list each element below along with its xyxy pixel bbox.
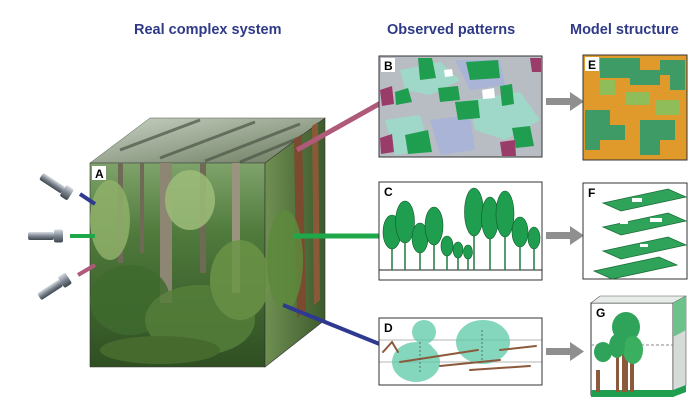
arrow-right-icon	[546, 342, 584, 361]
flashlight-icon	[37, 273, 72, 300]
tree-crown	[424, 206, 444, 246]
panel-b-spatial-pattern: B	[378, 55, 543, 158]
panel-f-layers-model: F	[582, 182, 688, 280]
panel-c-label: C	[384, 185, 393, 199]
tree-crown	[527, 226, 541, 250]
tree-crown	[464, 187, 484, 237]
heading-observed-patterns: Observed patterns	[387, 22, 516, 38]
panel-g-label: G	[596, 306, 605, 320]
tree-crown	[452, 241, 464, 259]
panel-f-label: F	[588, 186, 595, 200]
panel-d-label: D	[384, 321, 393, 335]
panel-e-label: E	[588, 58, 596, 72]
panel-e-grid-model: E	[582, 54, 688, 161]
heading-real-complex-system: Real complex system	[134, 22, 282, 38]
cube-foliage	[90, 170, 303, 364]
flashlight-bottom	[37, 263, 97, 300]
arrow-right-icon	[546, 226, 584, 245]
flashlight-top	[39, 173, 97, 206]
flashlight-icon	[39, 173, 74, 200]
forest-cube: A	[89, 117, 326, 368]
tree-crown	[511, 216, 529, 248]
heading-model-structure: Model structure	[570, 22, 679, 38]
connector-bottom	[282, 303, 383, 347]
flashlight-middle	[28, 229, 95, 243]
connector-top	[295, 97, 388, 153]
panel-b-label: B	[384, 59, 393, 73]
panel-g-cell-model: G	[590, 295, 687, 397]
tree-group	[382, 187, 541, 270]
tree-crown	[495, 190, 515, 238]
tree-crown	[463, 244, 473, 260]
panel-a-label: A	[95, 167, 104, 181]
panel-d-gap-pattern: D	[378, 317, 543, 386]
tree-crown	[440, 235, 454, 257]
panel-a-label-box	[92, 166, 106, 180]
tree-crown	[395, 200, 415, 244]
panel-c-tree-profile: C	[378, 181, 543, 281]
arrow-right-icon	[546, 92, 584, 111]
flashlight-icon	[28, 229, 63, 243]
